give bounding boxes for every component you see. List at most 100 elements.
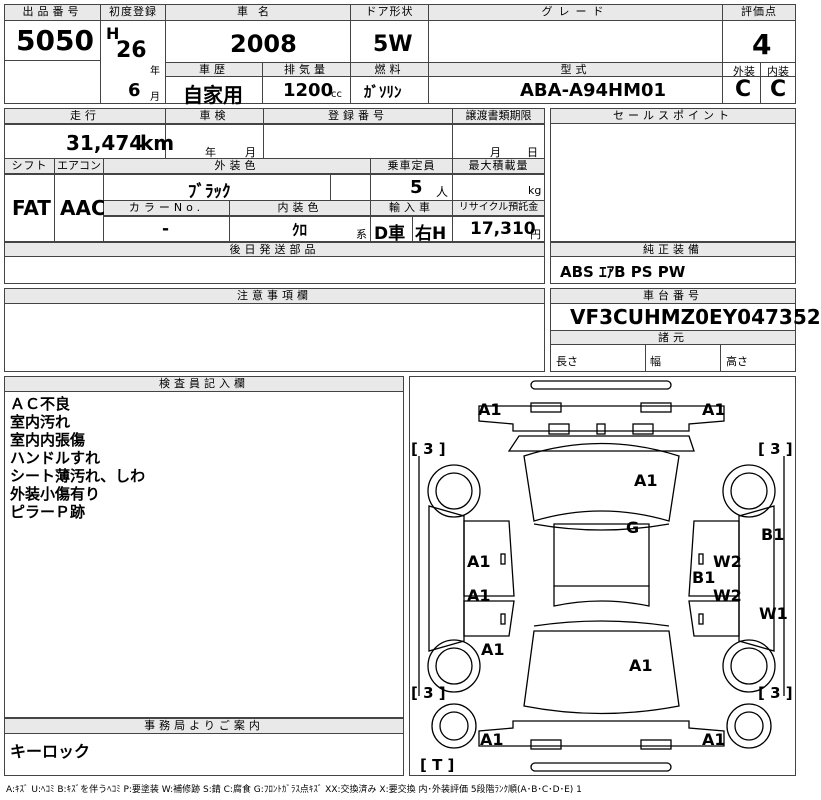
model: ABA-A94HM01 [520, 80, 667, 101]
car-history: 自家用 [183, 83, 243, 107]
note-line: ハンドルすれ [10, 449, 101, 467]
color-no: - [162, 219, 170, 239]
legend: A:ｷｽﾞ U:ﾍｺﾐ B:ｷｽﾞを伴うﾍｺﾐ P:要塗装 W:補修跡 S:錆 … [6, 785, 582, 795]
damage-mark: A1 [629, 656, 653, 675]
month-unit: 月 [150, 92, 160, 103]
height-label: 高さ [726, 355, 748, 368]
ac-header: エアコン [55, 159, 103, 174]
transfer-day-unit: 日 [527, 146, 538, 159]
reg-no-header: 登録番号 [264, 109, 452, 124]
displacement-unit: cc [331, 89, 342, 100]
sales-point-header: セールスポイント [551, 109, 795, 124]
equipment-box [550, 242, 796, 284]
inspection-header: 車検 [166, 109, 263, 124]
damage-mark: A1 [467, 586, 491, 605]
office-header: 事務局よりご案内 [5, 719, 403, 734]
ac-type: AAC [60, 196, 106, 220]
tire-mark: [ 3 ] [411, 684, 446, 702]
caution-box [4, 288, 545, 372]
import-header: 輸入車 [371, 201, 452, 216]
damage-mark: W2 [713, 586, 742, 605]
damage-mark: B1 [761, 525, 785, 544]
recycle-fee: 17,310 [470, 219, 536, 239]
capacity: 5 [410, 177, 423, 198]
car-outline [418, 380, 785, 772]
office-note: キーロック [10, 742, 91, 761]
transfer-month-unit: 月 [490, 146, 501, 159]
tire-mark: [ 3 ] [758, 440, 793, 458]
int-grade: C [770, 77, 787, 102]
damage-mark: G [626, 518, 640, 537]
mileage-unit: km [140, 131, 175, 155]
capacity-unit: 人 [436, 185, 449, 199]
damage-mark: W2 [713, 552, 742, 571]
ext-label: 外装 [733, 65, 755, 78]
recycle-header: リサイクル預託金 [453, 201, 544, 216]
lot-no: 5050 [16, 24, 94, 57]
door-header: ドア形状 [351, 5, 428, 21]
damage-mark: B1 [692, 568, 716, 587]
equipment: ABS ｴｱB PS PW [560, 263, 686, 281]
inspector-header: 検査員記入欄 [5, 377, 403, 392]
vehicle-table [4, 108, 545, 242]
displacement: 1200 [283, 80, 334, 101]
first-reg-year: 26 [116, 38, 147, 63]
chassis-number: VF3CUHMZ0EY047352 [570, 305, 821, 329]
later-parts-box [4, 242, 545, 284]
tire-mark: [ 3 ] [758, 684, 793, 702]
capacity-header: 乗車定員 [371, 159, 452, 174]
int-label: 内装 [767, 65, 789, 78]
note-line: 室内内張傷 [10, 431, 86, 449]
score: 4 [752, 28, 772, 61]
color-no-header: カラーNo. [104, 201, 229, 216]
damage-mark: A1 [634, 471, 658, 490]
first-reg-month: 6 [128, 80, 141, 101]
tire-mark: [ T ] [420, 756, 455, 774]
exterior-color: ﾌﾞﾗｯｸ [188, 182, 231, 202]
length-label: 長さ [556, 355, 578, 368]
later-parts-header: 後日発送部品 [5, 243, 544, 257]
car-name-header: 車名 [166, 5, 350, 21]
first-reg-header: 初度登録 [101, 5, 165, 21]
interior-color-header: 内装色 [230, 201, 370, 216]
insp-month-unit: 月 [245, 146, 256, 159]
model-header: 型式 [429, 63, 722, 77]
width-label: 幅 [650, 355, 661, 368]
lot-no-header: 出品番号 [5, 5, 100, 21]
transfer-header: 譲渡書類期限 [453, 109, 544, 124]
year-unit: 年 [150, 66, 160, 77]
damage-mark: A1 [478, 400, 502, 419]
chassis-header: 車台番号 [551, 289, 795, 304]
car-diagram [409, 376, 796, 776]
inspector-box [4, 376, 404, 718]
score-header: 評価点 [723, 5, 795, 21]
damage-mark: A1 [481, 640, 505, 659]
damage-mark: A1 [702, 400, 726, 419]
note-line: 室内汚れ [10, 413, 71, 431]
shift-header: シフト [5, 159, 54, 174]
max-load-header: 最大積載量 [453, 159, 544, 174]
mileage: 31,474 [66, 131, 144, 155]
max-load-unit: kg [528, 184, 542, 197]
steering: 右H [415, 224, 447, 244]
note-line: 外装小傷有り [10, 485, 101, 503]
tire-mark: [ 3 ] [411, 440, 446, 458]
fuel: ｶﾞｿﾘﾝ [364, 83, 402, 101]
mileage-header: 走行 [5, 109, 165, 124]
door-type: 5W [373, 32, 413, 57]
fuel-header: 燃料 [351, 63, 428, 77]
note-line: ＡＣ不良 [10, 395, 71, 413]
header-table [4, 4, 796, 104]
spec-header: 諸元 [551, 331, 795, 345]
car-name: 2008 [230, 30, 297, 58]
grade-header: グレード [429, 5, 722, 21]
history-header: 車歴 [166, 63, 262, 77]
import-type: D車 [374, 224, 406, 244]
insp-year-unit: 年 [205, 146, 216, 159]
damage-mark: A1 [480, 730, 504, 749]
office-box [4, 718, 404, 776]
ext-grade: C [735, 77, 752, 102]
displacement-header: 排気量 [263, 63, 350, 77]
equipment-header: 純正装備 [551, 243, 795, 257]
damage-mark: A1 [702, 730, 726, 749]
